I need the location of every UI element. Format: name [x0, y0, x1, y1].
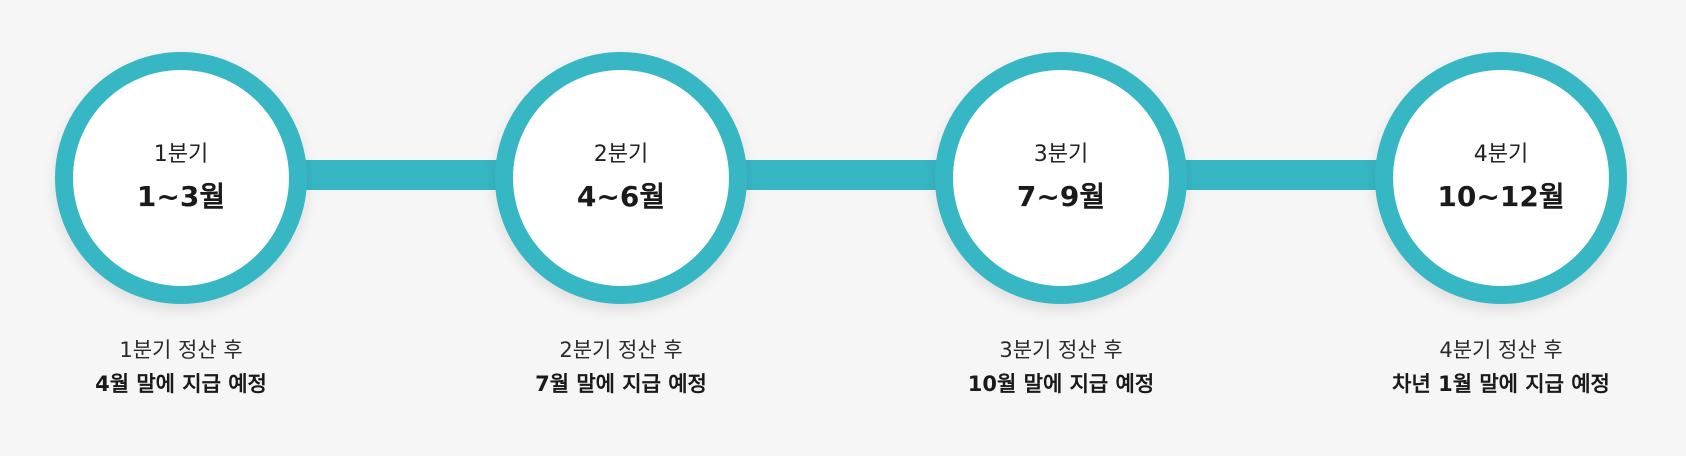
settlement-text: 1분기 정산 후 — [119, 338, 243, 362]
quarter-label: 4분기 — [1473, 142, 1529, 167]
payment-caption-2: 2분기 정산 후 7월 말에 지급 예정 — [451, 336, 791, 398]
timeline-connector — [740, 160, 940, 190]
quarter-months: 10~12월 — [1437, 180, 1565, 213]
quarter-months: 4~6월 — [576, 180, 666, 213]
timeline-connector — [1180, 160, 1380, 190]
payment-caption-3: 3분기 정산 후 10월 말에 지급 예정 — [891, 336, 1231, 398]
timeline-connector — [300, 160, 500, 190]
quarter-label: 1분기 — [153, 142, 209, 167]
quarter-months: 1~3월 — [136, 180, 226, 213]
quarter-circle-1: 1분기 1~3월 — [55, 52, 307, 304]
settlement-text: 3분기 정산 후 — [999, 338, 1123, 362]
quarter-circle-4: 4분기 10~12월 — [1375, 52, 1627, 304]
settlement-text: 4분기 정산 후 — [1439, 338, 1563, 362]
payment-caption-1: 1분기 정산 후 4월 말에 지급 예정 — [11, 336, 351, 398]
quarter-label: 2분기 — [593, 142, 649, 167]
quarter-months: 7~9월 — [1016, 180, 1106, 213]
quarter-circle-2: 2분기 4~6월 — [495, 52, 747, 304]
payment-schedule-text: 7월 말에 지급 예정 — [535, 372, 707, 396]
payment-schedule-text: 차년 1월 말에 지급 예정 — [1392, 372, 1610, 396]
settlement-text: 2분기 정산 후 — [559, 338, 683, 362]
payment-caption-4: 4분기 정산 후 차년 1월 말에 지급 예정 — [1331, 336, 1671, 398]
payment-schedule-text: 10월 말에 지급 예정 — [967, 372, 1155, 396]
payment-schedule-text: 4월 말에 지급 예정 — [95, 372, 267, 396]
quarter-circle-3: 3분기 7~9월 — [935, 52, 1187, 304]
quarter-label: 3분기 — [1033, 142, 1089, 167]
